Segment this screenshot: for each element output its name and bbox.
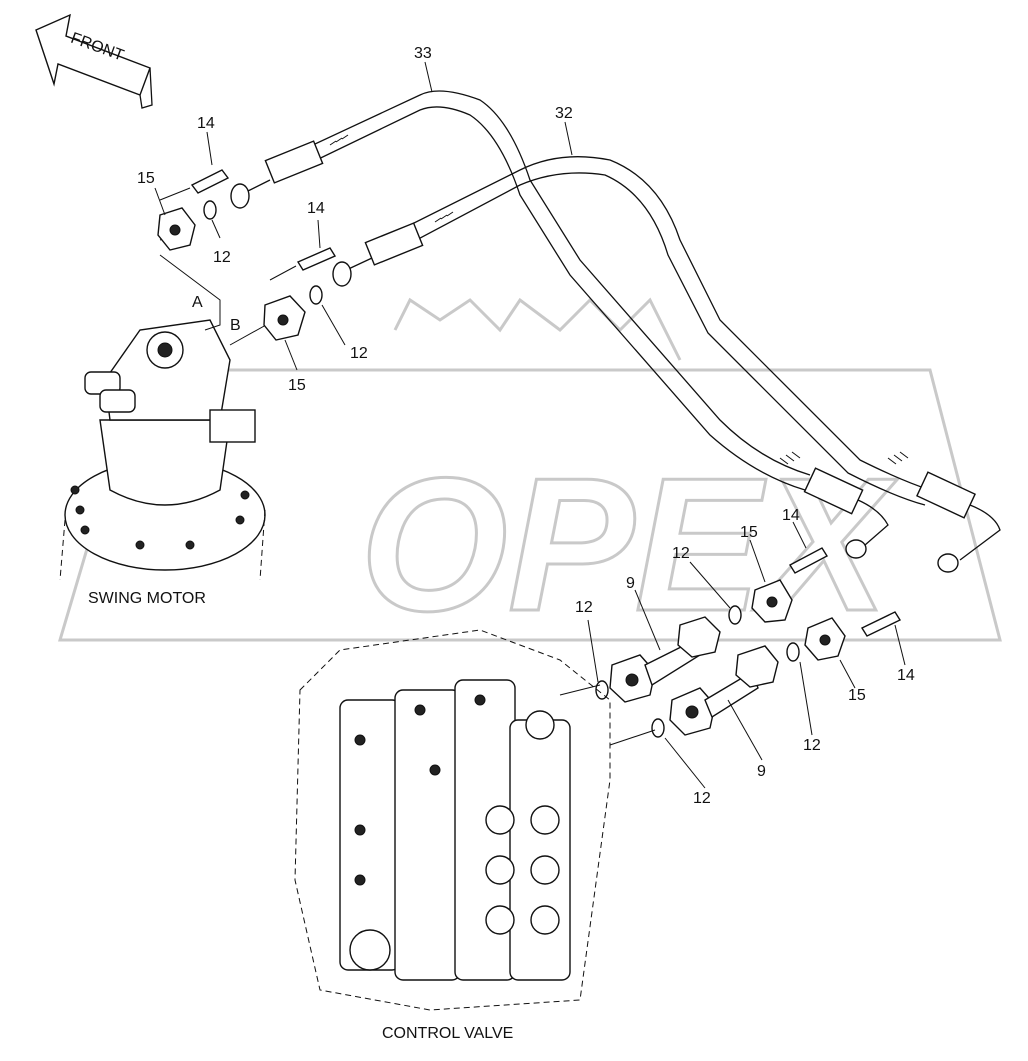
callout-bolt-14-right-lower: 14 [897, 667, 915, 684]
callout-bolt-14-right-upper: 14 [782, 507, 800, 524]
callout-numbers: 33 32 14 15 12 14 12 15 14 15 12 9 12 14… [137, 45, 915, 807]
control-valve-caption: CONTROL VALVE [382, 1025, 513, 1042]
callout-oring-12-valve-upper: 12 [575, 599, 593, 616]
callout-bolt-14-mid: 14 [307, 200, 325, 217]
callout-flange-15-mid: 15 [288, 377, 306, 394]
watermark-text: OPEX [360, 439, 898, 651]
right-fittings [728, 547, 902, 662]
pipes-9 [559, 616, 779, 746]
port-b-label: B [230, 317, 241, 334]
swing-motor [59, 319, 266, 581]
front-arrow: FRONT [35, 13, 153, 109]
callout-flange-15-right-upper: 15 [740, 524, 758, 541]
watermark-logo: OPEX [57, 297, 1002, 653]
motor-fittings [157, 169, 337, 341]
callout-flange-15-right-lower: 15 [848, 687, 866, 704]
callout-oring-12-right-lower: 12 [803, 737, 821, 754]
port-a-label: A [192, 294, 203, 311]
swing-motor-caption: SWING MOTOR [88, 590, 206, 607]
callout-oring-12-right-upper: 12 [672, 545, 690, 562]
callout-flange-15-top: 15 [137, 170, 155, 187]
callout-pipe-9-upper: 9 [626, 575, 635, 592]
callout-oring-12-top: 12 [213, 249, 231, 266]
callout-bolt-14-top: 14 [197, 115, 215, 132]
hose-32 [332, 156, 1001, 573]
callout-hose-32: 32 [555, 105, 573, 122]
callout-oring-12-valve-lower: 12 [693, 790, 711, 807]
callout-pipe-9-lower: 9 [757, 763, 766, 780]
callout-leaders [154, 61, 906, 789]
control-valve [294, 629, 611, 1011]
hose-33 [230, 90, 889, 559]
callout-hose-33: 33 [414, 45, 432, 62]
callout-oring-12-mid: 12 [350, 345, 368, 362]
